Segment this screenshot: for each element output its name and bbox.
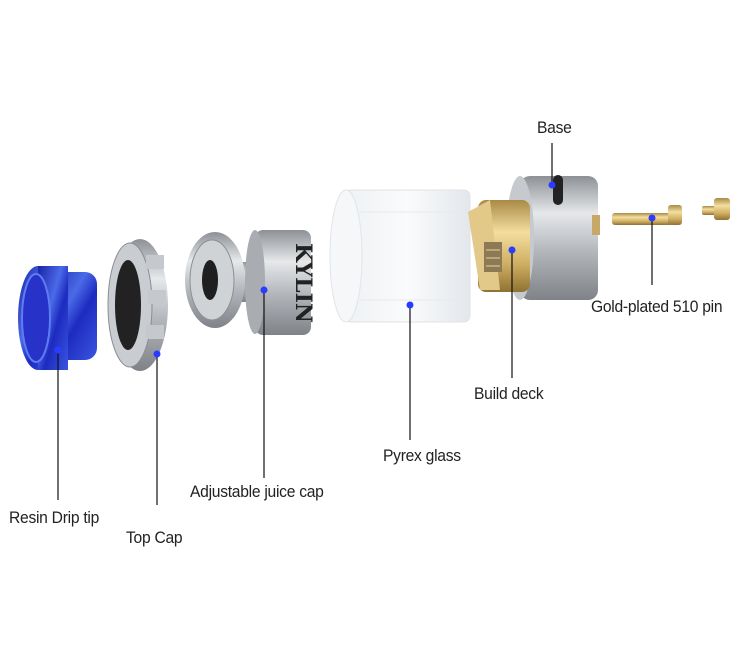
pyrex-glass-part	[329, 189, 471, 323]
build-deck-part	[468, 200, 530, 292]
label-juice-cap: Adjustable juice cap	[190, 482, 324, 501]
label-pyrex: Pyrex glass	[383, 446, 461, 465]
marker-pyrex	[406, 301, 414, 309]
leader-lines	[57, 143, 653, 505]
label-pin: Gold-plated 510 pin	[591, 297, 723, 316]
top-cap-part	[107, 239, 168, 371]
label-drip-tip: Resin Drip tip	[9, 508, 100, 527]
marker-dots	[54, 181, 656, 358]
label-base: Base	[537, 118, 572, 137]
kylin-logo: KYLIN	[290, 243, 316, 323]
resin-drip-tip-part	[18, 266, 97, 370]
marker-top-cap	[153, 350, 161, 358]
adjustable-juice-cap-part: KYLIN	[185, 230, 316, 335]
label-build-deck: Build deck	[474, 384, 544, 403]
marker-build-deck	[508, 246, 516, 254]
marker-base	[548, 181, 556, 189]
marker-pin	[648, 214, 656, 222]
gold-plated-510-pin-part	[612, 198, 730, 225]
marker-juice-cap	[260, 286, 268, 294]
label-top-cap: Top Cap	[126, 528, 183, 547]
marker-drip-tip	[54, 346, 62, 354]
